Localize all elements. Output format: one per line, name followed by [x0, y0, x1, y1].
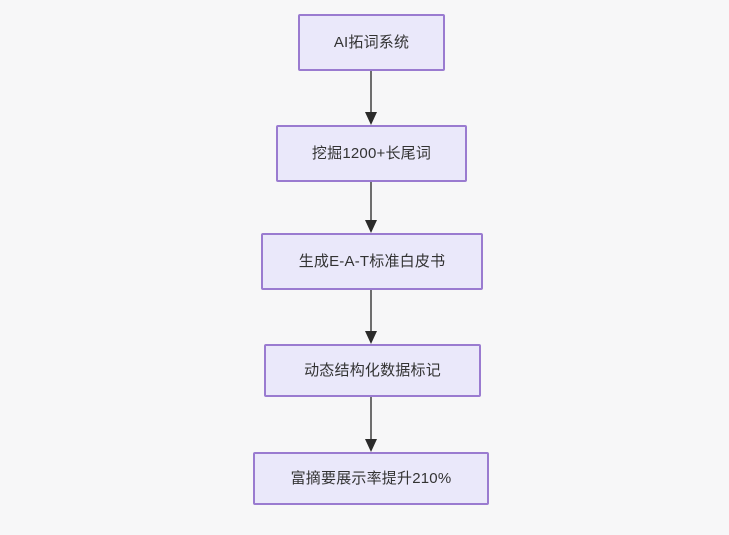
flowchart-node-eat-whitepaper[interactable]: 生成E-A-T标准白皮书 — [261, 233, 483, 290]
node-label: AI拓词系统 — [333, 34, 410, 51]
node-label: 挖掘1200+长尾词 — [311, 145, 432, 162]
edge-node-3-to-node-4 — [365, 290, 377, 344]
flowchart-node-rich-snippet-result[interactable]: 富摘要展示率提升210% — [253, 452, 489, 505]
node-label: 生成E-A-T标准白皮书 — [298, 253, 446, 270]
edge-node-1-to-node-2 — [365, 71, 377, 125]
edge-node-2-to-node-3 — [365, 182, 377, 233]
edge-node-4-to-node-5 — [365, 397, 377, 452]
flowchart-node-longtail-mining[interactable]: 挖掘1200+长尾词 — [276, 125, 467, 182]
flowchart-node-ai-keyword-system[interactable]: AI拓词系统 — [298, 14, 445, 71]
node-label: 富摘要展示率提升210% — [290, 470, 452, 487]
flowchart-node-structured-data-markup[interactable]: 动态结构化数据标记 — [264, 344, 481, 397]
node-label: 动态结构化数据标记 — [304, 362, 441, 379]
